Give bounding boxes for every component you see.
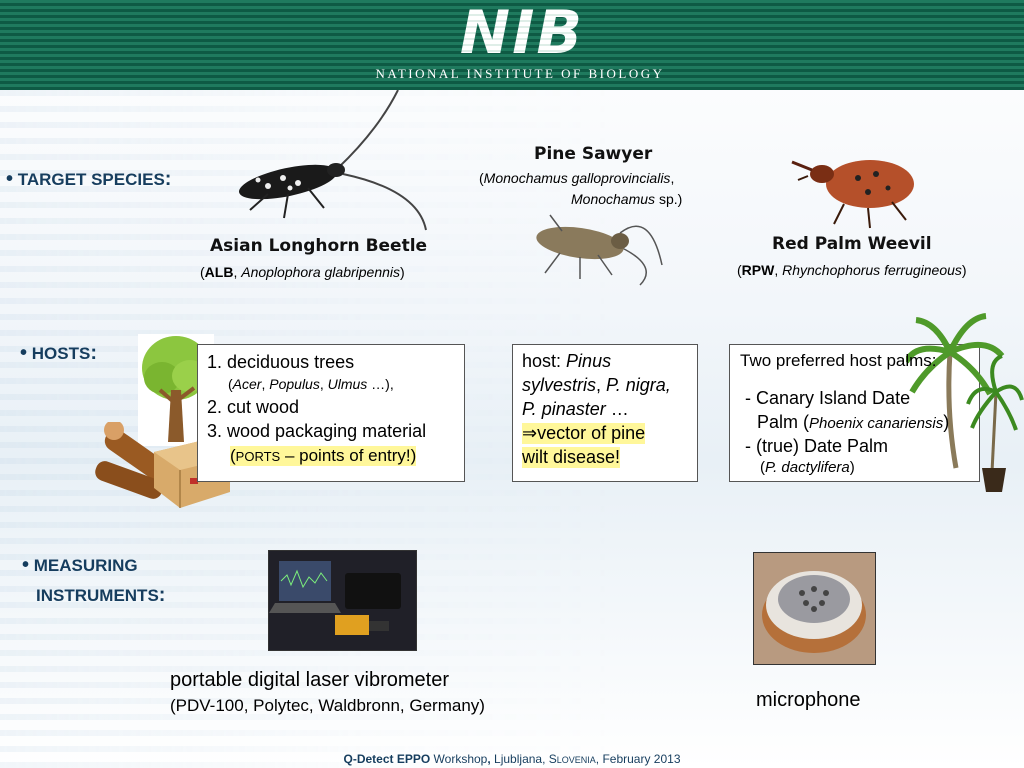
nib-logo: NIB [447, 3, 597, 63]
institute-name: NATIONAL INSTITUTE OF BIOLOGY [375, 66, 665, 81]
bullet-hosts: • HOSTS: [20, 342, 97, 364]
microphone-caption: microphone [756, 689, 861, 711]
bullet-target-species: • TARGET SPECIES: [6, 168, 172, 190]
vibrometer-caption: portable digital laser vibrometer [170, 669, 450, 691]
rpw-host-palm-2-sci: (P. dactylifera) [760, 459, 855, 476]
rpw-host-palm-1b: Palm (Phoenix canariensis) [757, 412, 950, 432]
alb-host-item-2: 2. cut wood [207, 397, 300, 417]
microphone-image [754, 553, 875, 664]
vibrometer-detail: (PDV-100, Polytec, Waldbronn, Germany) [170, 696, 485, 715]
microphone-photo [753, 552, 876, 665]
laser-vibrometer-image [269, 551, 416, 650]
asian-longhorn-beetle-image [239, 90, 427, 231]
bullet-measuring-instruments: • MEASURING [22, 554, 138, 576]
pine-vector-line-1: ⇒vector of pine [522, 423, 646, 444]
pine-sawyer-image [536, 214, 663, 286]
alb-host-item-3: 3. wood packaging material [207, 421, 427, 441]
alb-host-ports: (PORTS – points of entry!) [230, 446, 417, 466]
pine-vector-line-2: wilt disease! [522, 447, 621, 468]
laser-vibrometer-photo [268, 550, 417, 651]
pine-sawyer-scientific-name-1: (Monochamus galloprovincialis, [479, 170, 675, 186]
bullet-measuring-instruments-line2: INSTRUMENTS: [36, 584, 166, 606]
pine-host-line-3: P. pinaster … [522, 399, 629, 419]
alb-scientific-name: (ALB, Anoplophora glabripennis) [200, 264, 405, 280]
header-banner: NIB NATIONAL INSTITUTE OF BIOLOGY [0, 0, 1024, 90]
palm-trees-image [906, 313, 1024, 492]
red-palm-weevil-image [791, 160, 914, 229]
rpw-host-title: Two preferred host palms: [740, 351, 937, 370]
footer: Q-Detect EPPO Workshop, Ljubljana, SLOVE… [343, 752, 681, 766]
pine-sawyer-name: Pine Sawyer [534, 144, 653, 164]
pine-host-line-1: host: Pinus [522, 351, 612, 371]
alb-name: Asian Longhorn Beetle [210, 236, 428, 256]
alb-host-item-1: 1. deciduous trees [207, 352, 355, 372]
pine-host-line-2: sylvestris, P. nigra, [522, 375, 671, 395]
rpw-name: Red Palm Weevil [772, 234, 932, 254]
rpw-scientific-name: (RPW, Rhynchophorus ferrugineous) [737, 262, 967, 278]
pine-sawyer-scientific-name-2: Monochamus sp.) [571, 191, 683, 207]
alb-host-genera: (Acer, Populus, Ulmus …), [228, 376, 394, 392]
rpw-host-palm-1a: - Canary Island Date [745, 388, 911, 408]
rpw-host-palm-2: - (true) Date Palm [745, 436, 889, 456]
